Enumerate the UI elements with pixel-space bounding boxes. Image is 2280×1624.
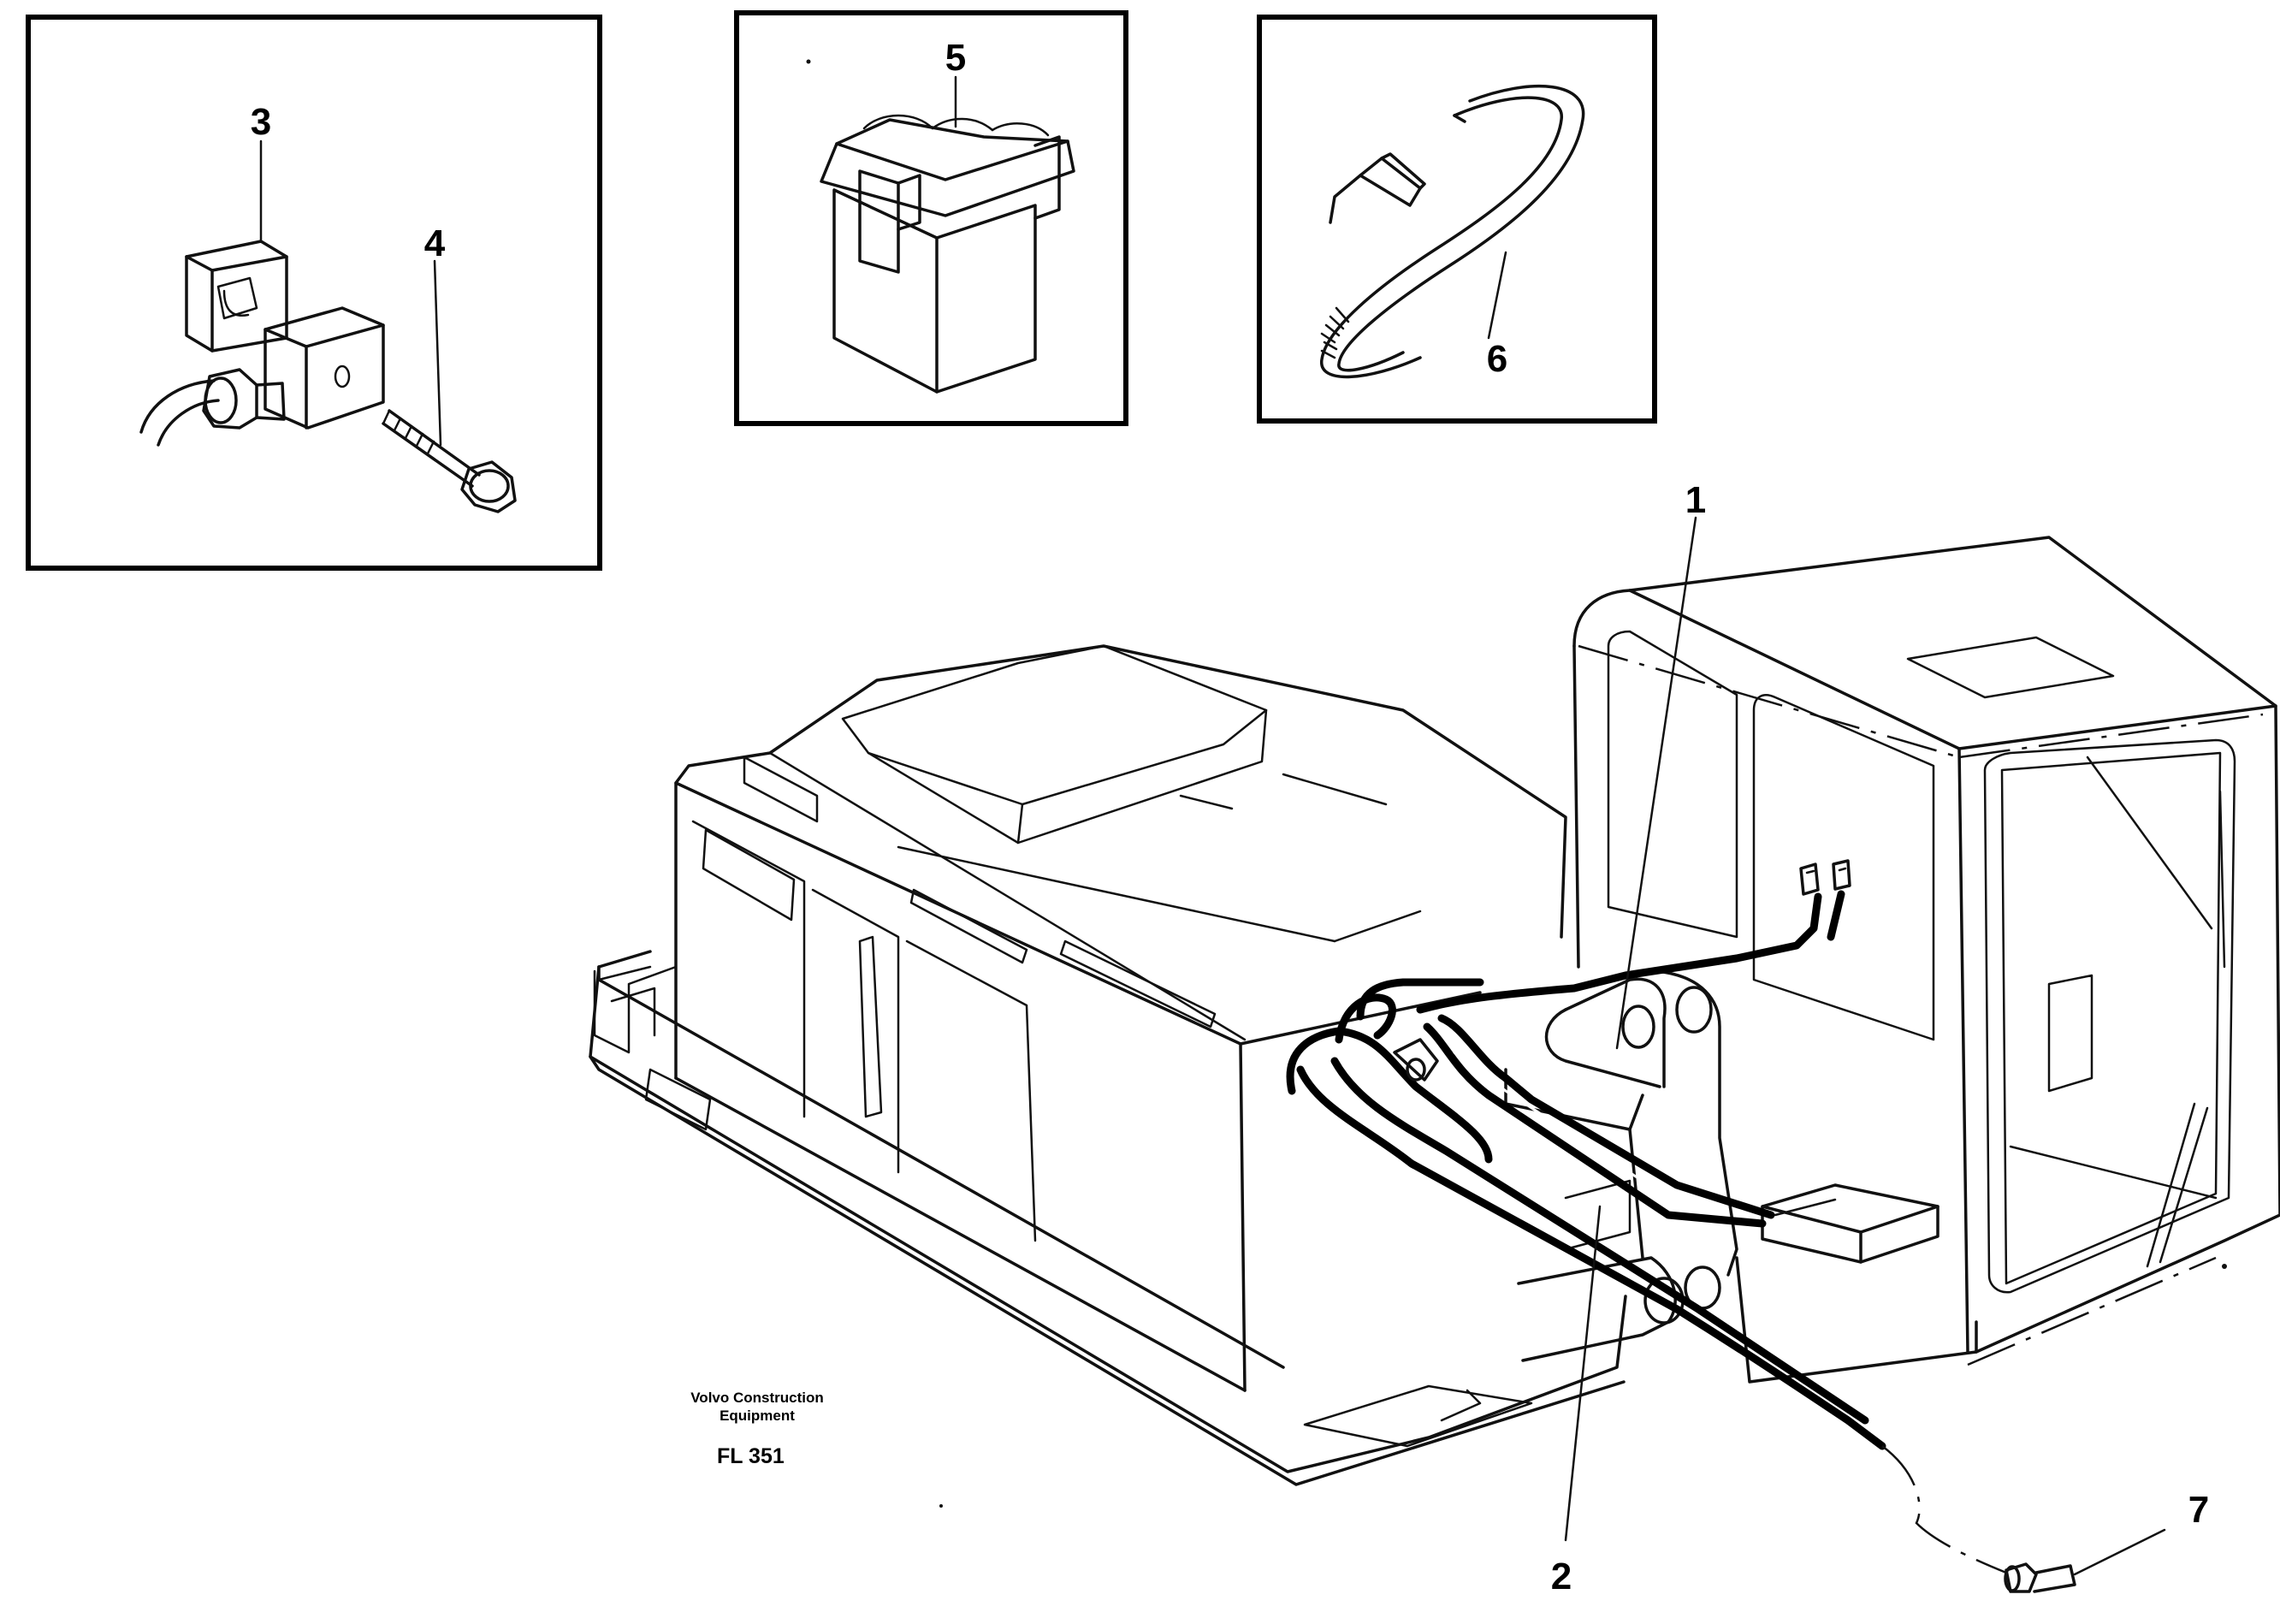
inset-frame-relay: [734, 10, 1128, 426]
relay-drawing: [820, 114, 1075, 394]
callout-2: 2: [1550, 1556, 1572, 1597]
leader-6: [1487, 251, 1507, 340]
callout-7: 7: [2188, 1489, 2210, 1531]
callout-3: 3: [250, 101, 272, 143]
cable-tie-drawing: [1320, 84, 1585, 379]
manufacturer-line-2: Equipment: [720, 1408, 795, 1425]
cable-harness: [1286, 890, 2007, 1574]
excavator-drawing: [589, 536, 2280, 1593]
callout-1: 1: [1685, 479, 1707, 521]
sensor-assembly-drawing: [139, 240, 517, 513]
leader-7: [2073, 1528, 2166, 1576]
leader-2: [1564, 1205, 1602, 1542]
inset-frame-cable-tie: [1257, 15, 1657, 424]
leader-1: [1615, 516, 1697, 1050]
manufacturer-line-1: Volvo Construction: [690, 1390, 824, 1406]
manufacturer-label: Volvo Construction Equipment: [654, 1389, 860, 1425]
callout-6: 6: [1486, 338, 1508, 380]
drawing-code: FL 351: [717, 1444, 785, 1468]
callout-5: 5: [945, 37, 967, 79]
inset-frame-sensor: [26, 15, 602, 571]
callout-4: 4: [423, 222, 446, 264]
leader-4: [433, 259, 442, 447]
